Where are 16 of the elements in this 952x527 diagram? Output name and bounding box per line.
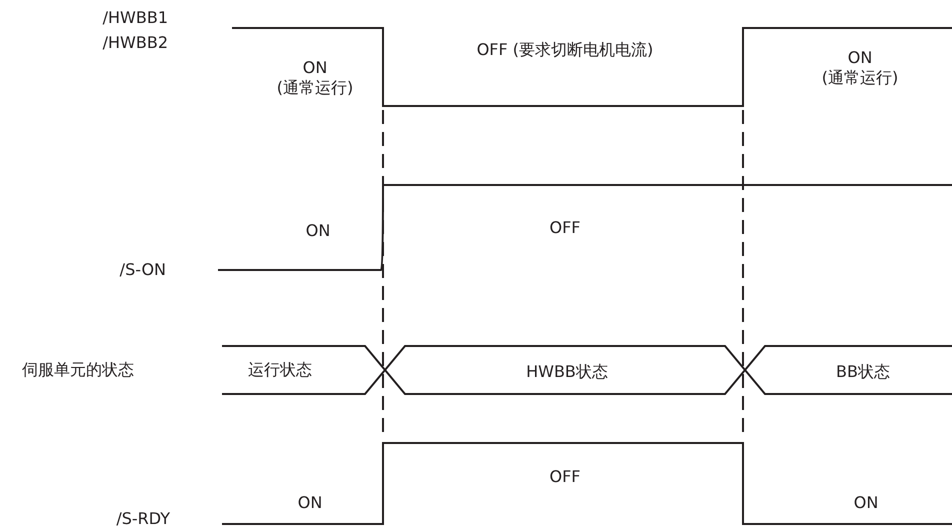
timing-label: OFF <box>548 218 582 238</box>
timing-label: /S-RDY <box>115 509 170 527</box>
timing-label: ON (通常运行) <box>820 48 900 88</box>
timing-label: BB状态 <box>835 362 891 382</box>
timing-label: /HWBB2 <box>102 33 168 53</box>
timing-label: ON (通常运行) <box>276 58 354 98</box>
timing-label: ON <box>296 493 324 513</box>
timing-label: /HWBB1 <box>102 8 168 28</box>
timing-label: ON <box>304 221 332 241</box>
timing-label: HWBB状态 <box>525 362 609 382</box>
timing-label: OFF <box>548 467 582 487</box>
timing-label: /S-ON <box>118 260 166 280</box>
timing-label: 伺服单元的状态 <box>22 360 135 380</box>
timing-label: 运行状态 <box>247 360 313 380</box>
timing-label: OFF (要求切断电机电流) <box>476 40 654 60</box>
timing-label: ON <box>852 493 880 513</box>
